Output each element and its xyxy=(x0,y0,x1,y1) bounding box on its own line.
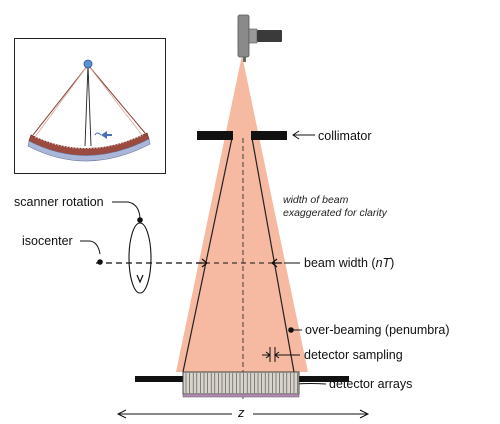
isocenter-label: isocenter xyxy=(22,234,73,248)
beam-width-arrows xyxy=(196,258,282,268)
detector-sampling-label: detector sampling xyxy=(304,348,403,362)
inset-scanner-schematic xyxy=(14,38,166,174)
beam-note-line2: exaggerated for clarity xyxy=(283,207,387,219)
collimator-arrow-icon xyxy=(292,130,315,140)
leader-scanner-rotation xyxy=(112,201,143,223)
umbra-edge-right xyxy=(251,137,295,373)
z-axis-arrow xyxy=(116,409,370,419)
collimator-right-blade xyxy=(251,131,287,140)
penumbra-beam xyxy=(176,55,308,372)
detector-array xyxy=(182,371,300,398)
detector-shelf-right xyxy=(299,376,349,382)
detector-shelf-left xyxy=(135,376,185,382)
beam-width-var: nT xyxy=(375,256,391,270)
inset-rotation-arrow-icon xyxy=(94,131,112,139)
z-axis-label: z xyxy=(238,405,245,420)
scanner-rotation-label: scanner rotation xyxy=(14,195,104,209)
detector-arrays-label: detector arrays xyxy=(329,377,413,391)
inset-detector-arc xyxy=(27,132,151,162)
over-beaming-label: over-beaming (penumbra) xyxy=(305,323,450,337)
inset-fan-beam xyxy=(32,64,146,147)
leader-over-beaming xyxy=(288,327,302,333)
inset-focal-spot xyxy=(83,59,93,69)
umbra-edge-left xyxy=(182,137,233,373)
detector-sampling-marker xyxy=(262,347,300,362)
beam-width-prefix: beam width ( xyxy=(304,256,376,270)
beam-note-line1: width of beam xyxy=(283,194,349,206)
beam-width-label: beam width (nT) xyxy=(304,256,394,270)
rotation-ellipse xyxy=(128,222,152,294)
xray-tube-icon xyxy=(237,14,282,62)
beam-width-suffix: ) xyxy=(390,256,395,270)
collimator-label: collimator xyxy=(318,129,372,143)
collimator-left-blade xyxy=(197,131,233,140)
leader-isocenter xyxy=(80,240,103,265)
